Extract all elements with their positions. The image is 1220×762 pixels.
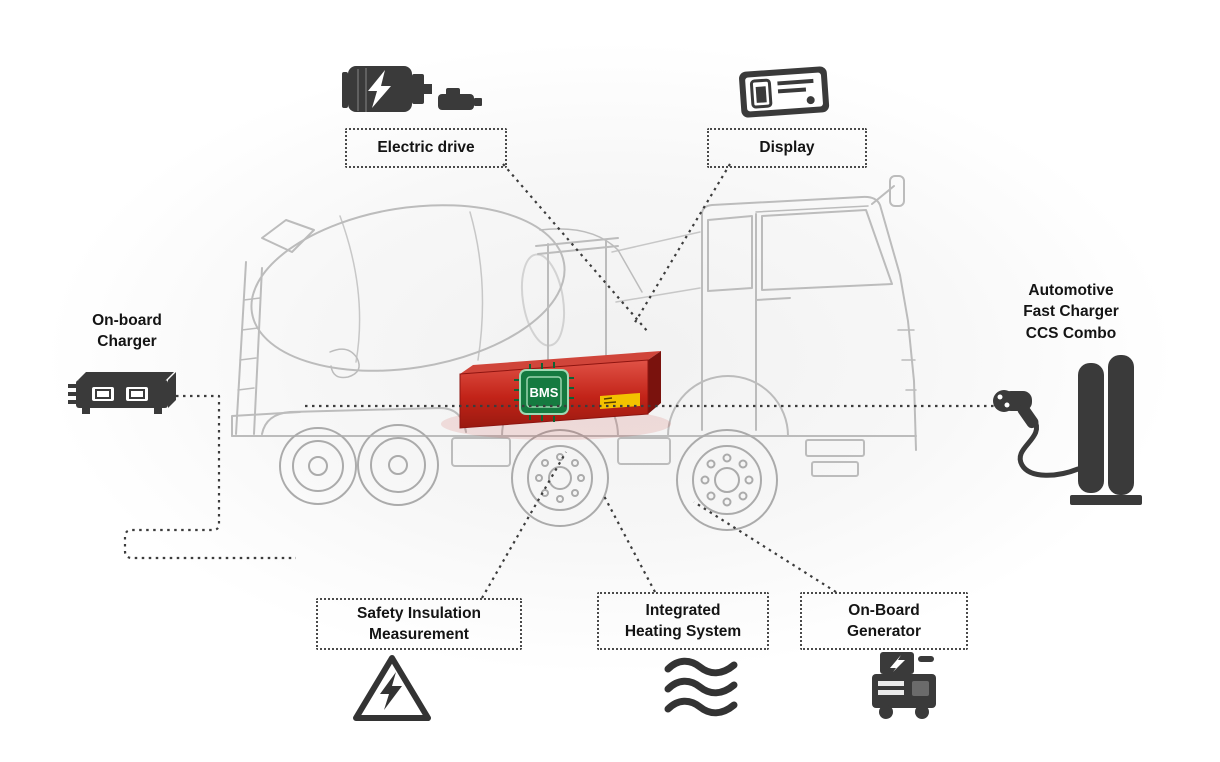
callout-fast-charger: Automotive Fast Charger CCS Combo [991, 280, 1151, 344]
callout-display: Display [707, 128, 867, 168]
truck-sketch [231, 175, 917, 531]
connector-electric-drive [502, 163, 649, 333]
bms-chip: BMS [514, 362, 574, 422]
connector-safety [481, 451, 567, 599]
fast-charger-label-line1: Automotive [1028, 282, 1114, 299]
callout-heating-system: Integrated Heating System [597, 592, 769, 650]
connector-display [633, 163, 731, 325]
generator-label-line2: Generator [846, 623, 922, 640]
connector-heating [603, 495, 656, 593]
connector-onboard-charger [123, 394, 296, 560]
electric-motor-icon [342, 60, 482, 123]
battery-logo-sticker [600, 393, 640, 409]
onboard-charger-icon [68, 368, 178, 423]
onboard-charger-label-line1: On-board [92, 312, 162, 329]
onboard-charger-label-line2: Charger [97, 333, 157, 351]
high-voltage-warning-icon [350, 652, 434, 731]
display-label: Display [759, 139, 815, 157]
callout-safety-insulation: Safety Insulation Measurement [316, 598, 522, 650]
fast-charger-label-line2: Fast Charger [1023, 303, 1119, 321]
heating-label-line1: Integrated [645, 601, 721, 619]
callout-onboard-charger: On-board Charger [52, 310, 202, 353]
electric-drive-label: Electric drive [377, 139, 475, 157]
display-panel-icon [736, 62, 832, 125]
battery-pack: BMS [441, 351, 671, 440]
charging-station-icon [990, 335, 1150, 525]
generator-icon [868, 648, 940, 727]
callout-electric-drive: Electric drive [345, 128, 507, 168]
heating-label-line2: Heating System [624, 623, 742, 640]
bms-chip-label: BMS [530, 385, 559, 400]
generator-label-line1: On-Board [848, 601, 920, 619]
safety-label-line2: Measurement [369, 626, 469, 643]
connector-lines [123, 163, 996, 599]
heat-waves-icon [662, 656, 742, 725]
fast-charger-label-line3: CCS Combo [1025, 324, 1117, 342]
connector-generator [693, 501, 837, 593]
callout-generator: On-Board Generator [800, 592, 968, 650]
safety-label-line1: Safety Insulation [356, 604, 482, 622]
